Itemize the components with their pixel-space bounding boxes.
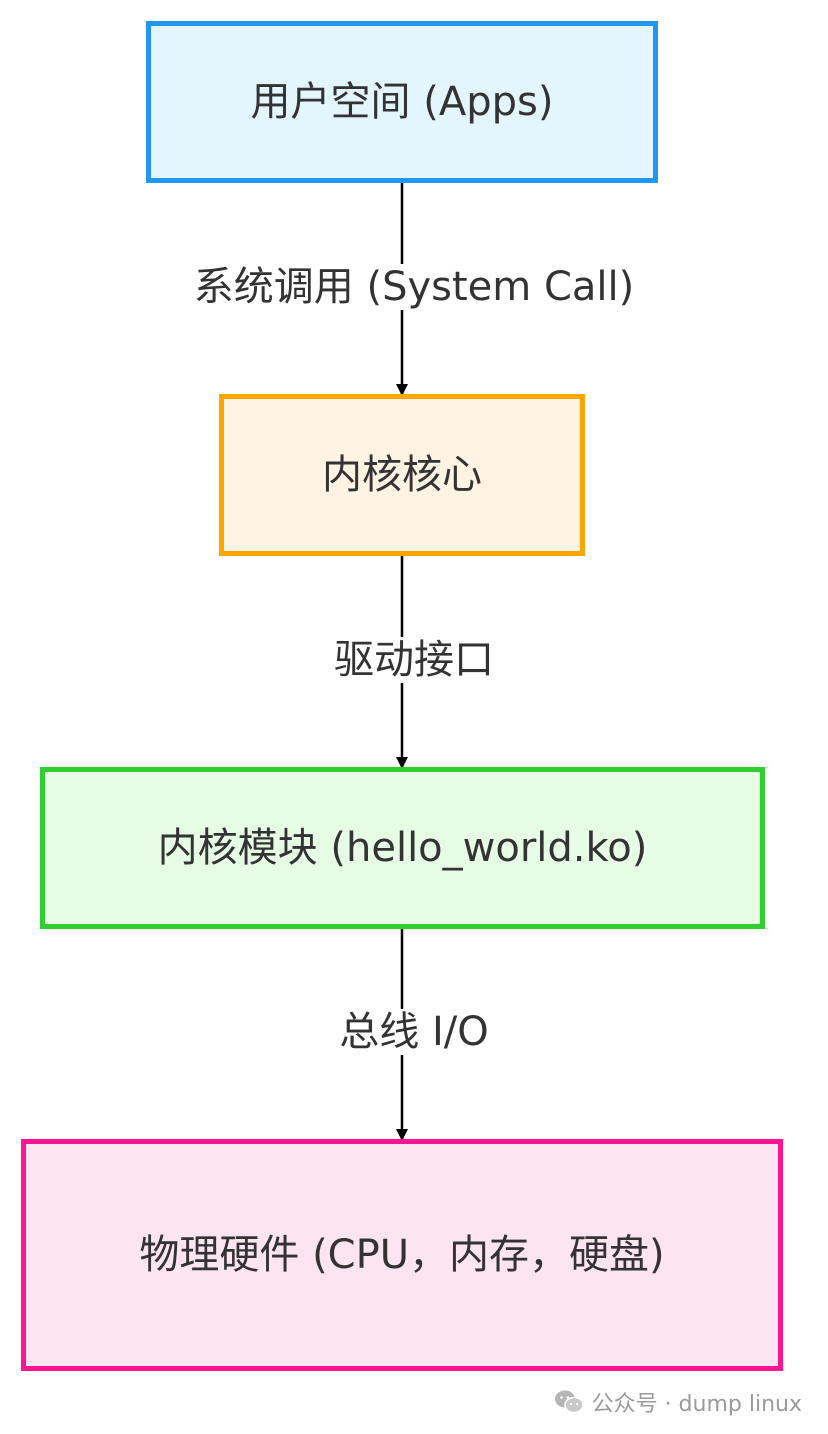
node-kernel-module: 内核模块 (hello_world.ko) [40,767,765,929]
edge-label-system-call-text: 系统调用 (System Call) [187,264,641,310]
edge-label-driver-interface: 驱动接口 [0,634,828,686]
node-physical-hardware-label: 物理硬件 (CPU，内存，硬盘) [139,1232,665,1278]
node-kernel-core: 内核核心 [219,394,585,556]
node-physical-hardware: 物理硬件 (CPU，内存，硬盘) [21,1139,783,1371]
watermark: 公众号 · dump linux [554,1386,802,1418]
node-kernel-module-label: 内核模块 (hello_world.ko) [157,825,648,871]
wechat-icon [554,1390,584,1414]
edge-label-bus-io: 总线 I/O [0,1006,828,1058]
node-user-space: 用户空间 (Apps) [146,21,658,183]
node-kernel-core-label: 内核核心 [322,452,482,498]
edge-label-bus-io-text: 总线 I/O [333,1009,495,1055]
watermark-text: 公众号 · dump linux [591,1392,802,1417]
edge-label-driver-interface-text: 驱动接口 [328,637,500,683]
edge-label-system-call: 系统调用 (System Call) [0,261,828,313]
node-user-space-label: 用户空间 (Apps) [250,79,554,125]
